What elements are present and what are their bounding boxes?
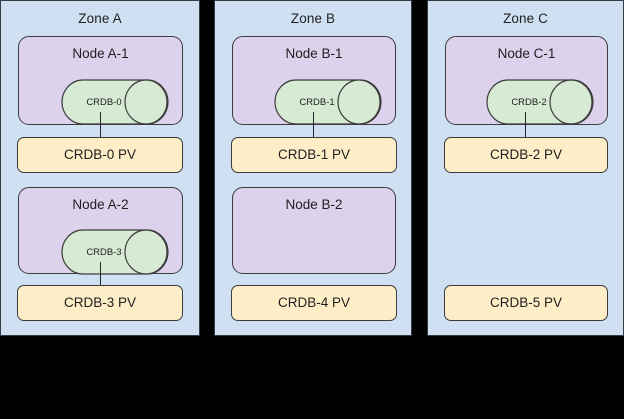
pv-crdb-5[interactable]: CRDB-5 PV — [444, 285, 608, 321]
node-a-1[interactable]: Node A-1 CRDB-0 — [18, 36, 183, 125]
node-b-2-title: Node B-2 — [285, 197, 343, 212]
cylinder-icon — [61, 229, 169, 275]
node-a-2[interactable]: Node A-2 CRDB-3 — [18, 187, 183, 275]
node-a-2-title: Node A-2 — [72, 197, 129, 212]
pv-crdb-0-label: CRDB-0 PV — [63, 147, 136, 162]
connector-crdb-1 — [313, 112, 314, 137]
pv-crdb-0[interactable]: CRDB-0 PV — [17, 137, 183, 173]
zone-c-title: Zone C — [503, 11, 548, 26]
connector-crdb-2 — [525, 112, 526, 137]
connector-crdb-0 — [100, 112, 101, 137]
pv-crdb-3[interactable]: CRDB-3 PV — [17, 285, 183, 321]
zone-a-title: Zone A — [78, 11, 122, 26]
pod-crdb-3-label: CRDB-3 — [86, 247, 122, 258]
node-c-1[interactable]: Node C-1 CRDB-2 — [445, 36, 608, 125]
pod-crdb-2-label: CRDB-2 — [511, 97, 547, 108]
pv-crdb-3-label: CRDB-3 PV — [63, 295, 136, 310]
node-a-1-title: Node A-1 — [72, 46, 129, 61]
node-b-2[interactable]: Node B-2 — [232, 187, 396, 274]
zone-b-title: Zone B — [290, 11, 336, 26]
pod-crdb-0-label: CRDB-0 — [86, 97, 122, 108]
zone-c[interactable]: Zone C Node C-1 CRDB-2 CRDB-2 PV CRDB-5 … — [427, 0, 624, 336]
pv-crdb-1[interactable]: CRDB-1 PV — [231, 137, 397, 173]
pv-crdb-5-label: CRDB-5 PV — [489, 295, 562, 310]
connector-crdb-3 — [100, 262, 101, 285]
zone-b[interactable]: Zone B Node B-1 CRDB-1 CRDB-1 PV Node B-… — [214, 0, 412, 336]
cylinder-icon — [274, 79, 382, 125]
pv-crdb-4-label: CRDB-4 PV — [277, 295, 350, 310]
cylinder-icon — [486, 79, 594, 125]
pv-crdb-2[interactable]: CRDB-2 PV — [444, 137, 608, 173]
cylinder-icon — [61, 79, 169, 125]
node-c-1-title: Node C-1 — [497, 46, 556, 61]
zone-a[interactable]: Zone A Node A-1 CRDB-0 CRDB-0 PV Node A-… — [0, 0, 200, 336]
pv-crdb-4[interactable]: CRDB-4 PV — [231, 285, 397, 321]
pv-crdb-2-label: CRDB-2 PV — [489, 147, 562, 162]
pod-crdb-1-label: CRDB-1 — [299, 97, 335, 108]
node-b-1[interactable]: Node B-1 CRDB-1 — [232, 36, 396, 125]
pv-crdb-1-label: CRDB-1 PV — [277, 147, 350, 162]
node-b-1-title: Node B-1 — [285, 46, 343, 61]
